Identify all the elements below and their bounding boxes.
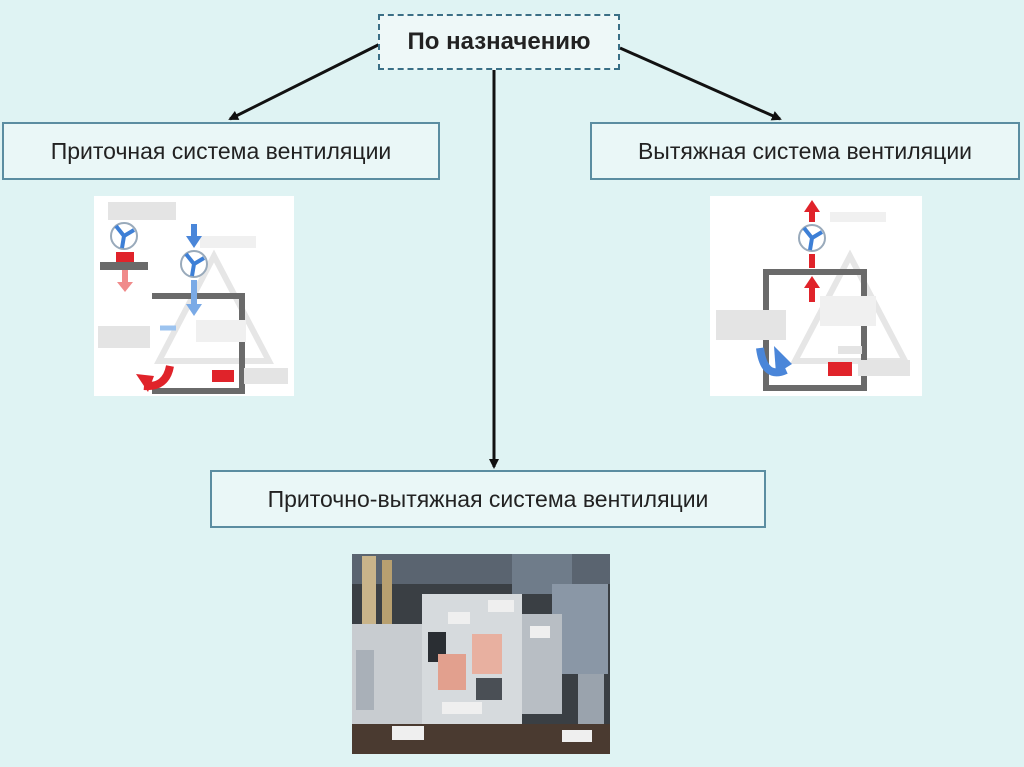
supply-node-box: Приточная система вентиляции xyxy=(2,122,440,180)
root-node-label: По назначению xyxy=(407,28,591,55)
exhaust-node-label: Вытяжная система вентиляции xyxy=(637,137,973,164)
supply-exhaust-node-label: Приточно-вытяжная система вентиляции xyxy=(267,485,709,512)
supply-exhaust-node-box: Приточно-вытяжная система вентиляции xyxy=(210,470,766,528)
arrow-to-exhaust xyxy=(619,46,782,121)
arrow-to-supply xyxy=(228,42,381,121)
exhaust-node-box: Вытяжная система вентиляции xyxy=(590,122,1020,180)
exhaust-ventilation-scheme-icon xyxy=(710,196,922,396)
supply-ventilation-scheme-icon xyxy=(94,196,294,396)
supply-node-label: Приточная система вентиляции xyxy=(50,137,392,164)
ventilation-unit-photo-icon xyxy=(352,554,610,754)
root-node-box: По назначению xyxy=(378,14,620,70)
